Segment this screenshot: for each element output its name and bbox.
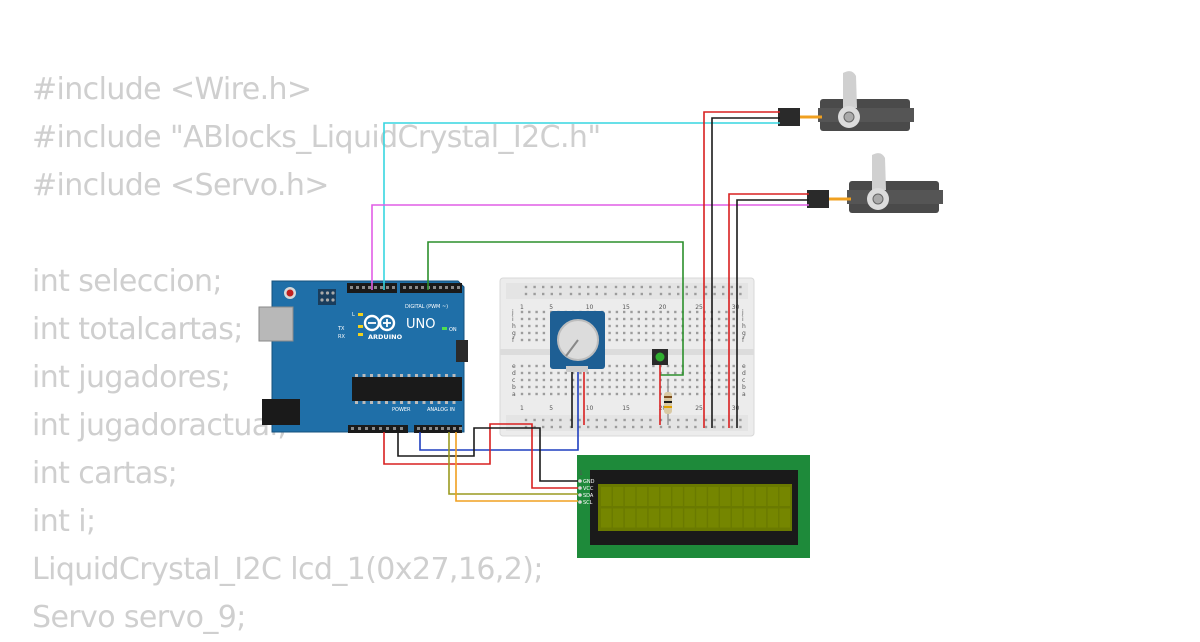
code-line: #include <Wire.h>: [32, 72, 312, 107]
breadboard-column-number: 15: [622, 405, 630, 412]
breadboard-column-number: 30: [732, 405, 740, 412]
code-line: int totalcartas;: [32, 312, 243, 347]
breadboard-row-letter: a: [742, 391, 746, 398]
code-line: Servo servo_9;: [32, 600, 246, 635]
breadboard-column-number: 25: [695, 304, 703, 311]
model-label: UNO: [406, 317, 435, 332]
atmega-chip: [352, 377, 462, 401]
breadboard-row-letter: j: [741, 309, 744, 316]
lcd-pin-label: GND: [583, 479, 595, 485]
breadboard-row-letter: f: [512, 337, 515, 344]
code-line: int jugadoractual;: [32, 408, 287, 443]
breadboard-column-number: 1: [520, 405, 524, 412]
breadboard-column-number: 25: [695, 405, 703, 412]
arduino-logo: [363, 314, 396, 332]
potentiometer[interactable]: [550, 311, 605, 372]
power-jack: [262, 399, 300, 425]
code-line: int seleccion;: [32, 264, 223, 299]
breadboard-row-letter: j: [511, 309, 514, 316]
breadboard-row-letter: b: [512, 384, 516, 391]
servo-bottom: [807, 153, 943, 213]
code-line: #include <Servo.h>: [32, 168, 329, 203]
led-rx-label: RX: [338, 334, 345, 340]
usb-connector: [258, 306, 294, 342]
breadboard-column-number: 5: [549, 304, 553, 311]
wire-red-servo-1: [703, 111, 780, 428]
breadboard-column-number: 15: [622, 304, 630, 311]
breadboard-row-letter: i: [742, 316, 744, 323]
lcd-pin-label: VCC: [583, 486, 594, 492]
breadboard-column-number: 30: [732, 304, 740, 311]
wire-black-servo-1: [711, 117, 780, 428]
led-l-label: L: [352, 312, 355, 318]
breadboard-column-number: 10: [586, 304, 594, 311]
breadboard-row-letter: d: [742, 370, 746, 377]
code-line: int jugadores;: [32, 360, 231, 395]
breadboard-row-letter: b: [742, 384, 746, 391]
wire-pot-blue: [419, 372, 579, 451]
wire-magenta: [371, 204, 809, 290]
breadboard-column-number: 5: [549, 405, 553, 412]
lcd-pin-label: SCL: [583, 500, 593, 506]
breadboard-row-letter: h: [742, 323, 746, 330]
wire-5v-red: [383, 423, 578, 489]
breadboard-row-letter: c: [512, 377, 515, 384]
digital-header-right: [400, 283, 462, 293]
resistor: [664, 380, 672, 425]
push-button[interactable]: [652, 349, 668, 365]
breadboard-row-letter: d: [512, 370, 516, 377]
analog-label: ANALOG IN: [427, 407, 455, 413]
code-listing: #include <Wire.h> #include "ABlocks_Liqui…: [32, 66, 601, 642]
wire-cyan: [383, 122, 780, 290]
wire-scl-orange: [455, 432, 578, 502]
breadboard-row-letter: a: [512, 391, 516, 398]
power-label: POWER: [392, 407, 411, 413]
breadboard-column-number: 1: [520, 304, 524, 311]
arduino-uno-board: DIGITAL (PWM ~) L TX RX UNO ARDUINO ON P…: [258, 280, 468, 433]
wires: [371, 111, 851, 502]
wire-green: [427, 241, 684, 376]
breadboard-row-letter: g: [512, 330, 516, 337]
code-line: #include "ABlocks_LiquidCrystal_I2C.h": [32, 120, 601, 155]
breadboard-row-letter: e: [512, 363, 516, 370]
brand-label: ARDUINO: [368, 333, 403, 341]
breadboard-column-number: 20: [659, 405, 667, 412]
digital-label: DIGITAL (PWM ~): [405, 304, 448, 310]
lcd-pin-one-label: 1: [579, 470, 583, 477]
lcd-pin-label: SDA: [583, 493, 594, 499]
led-tx-label: TX: [337, 326, 345, 332]
breadboard-row-letter: f: [742, 337, 745, 344]
breadboard-column-number: 20: [659, 304, 667, 311]
breadboard-row-letter: e: [742, 363, 746, 370]
breadboard-row-letter: h: [512, 323, 516, 330]
wire-red-servo-2: [728, 193, 809, 428]
power-header: [348, 425, 408, 433]
breadboard-row-letter: c: [742, 377, 745, 384]
breadboard-column-number: 10: [586, 405, 594, 412]
code-line: int cartas;: [32, 456, 178, 491]
wire-gnd-black: [397, 427, 578, 482]
breadboard-row-letter: g: [742, 330, 746, 337]
on-label: ON: [449, 327, 457, 333]
breadboard-row-letter: i: [512, 316, 514, 323]
code-line: LiquidCrystal_I2C lcd_1(0x27,16,2);: [32, 552, 543, 587]
reset-button[interactable]: [286, 289, 294, 297]
wire-black-servo-2: [736, 199, 809, 428]
wire-sda-yellow: [448, 432, 578, 495]
code-line: int i;: [32, 504, 96, 539]
servo-top: [778, 71, 914, 131]
